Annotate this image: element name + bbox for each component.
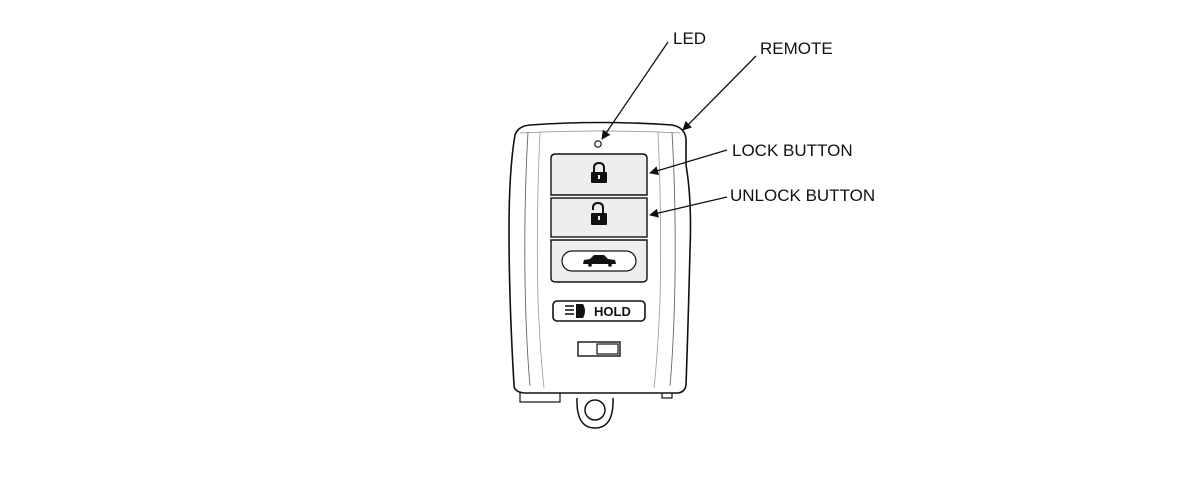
car-trunk-icon xyxy=(583,255,616,267)
unlock-button[interactable] xyxy=(550,197,648,238)
hold-label: HOLD xyxy=(594,304,631,319)
remote-label: REMOTE xyxy=(760,39,833,58)
key-ring xyxy=(576,397,614,429)
slide-switch[interactable] xyxy=(577,341,621,357)
led-label: LED xyxy=(673,29,706,48)
padlock-closed-icon xyxy=(591,161,607,183)
lock-button-label: LOCK BUTTON xyxy=(732,141,853,160)
padlock-open-icon xyxy=(591,201,607,225)
unlock-button-label: UNLOCK BUTTON xyxy=(730,186,875,205)
led-indicator xyxy=(594,140,602,148)
lock-button-leader-line xyxy=(649,149,728,176)
unlock-button-leader-line xyxy=(649,196,728,218)
led-leader-line xyxy=(601,41,669,140)
headlight-icon xyxy=(565,304,585,318)
remote-leader-line xyxy=(682,55,757,131)
trunk-button[interactable] xyxy=(550,239,648,283)
hold-button[interactable]: HOLD xyxy=(552,300,646,322)
lock-button[interactable] xyxy=(550,153,648,196)
